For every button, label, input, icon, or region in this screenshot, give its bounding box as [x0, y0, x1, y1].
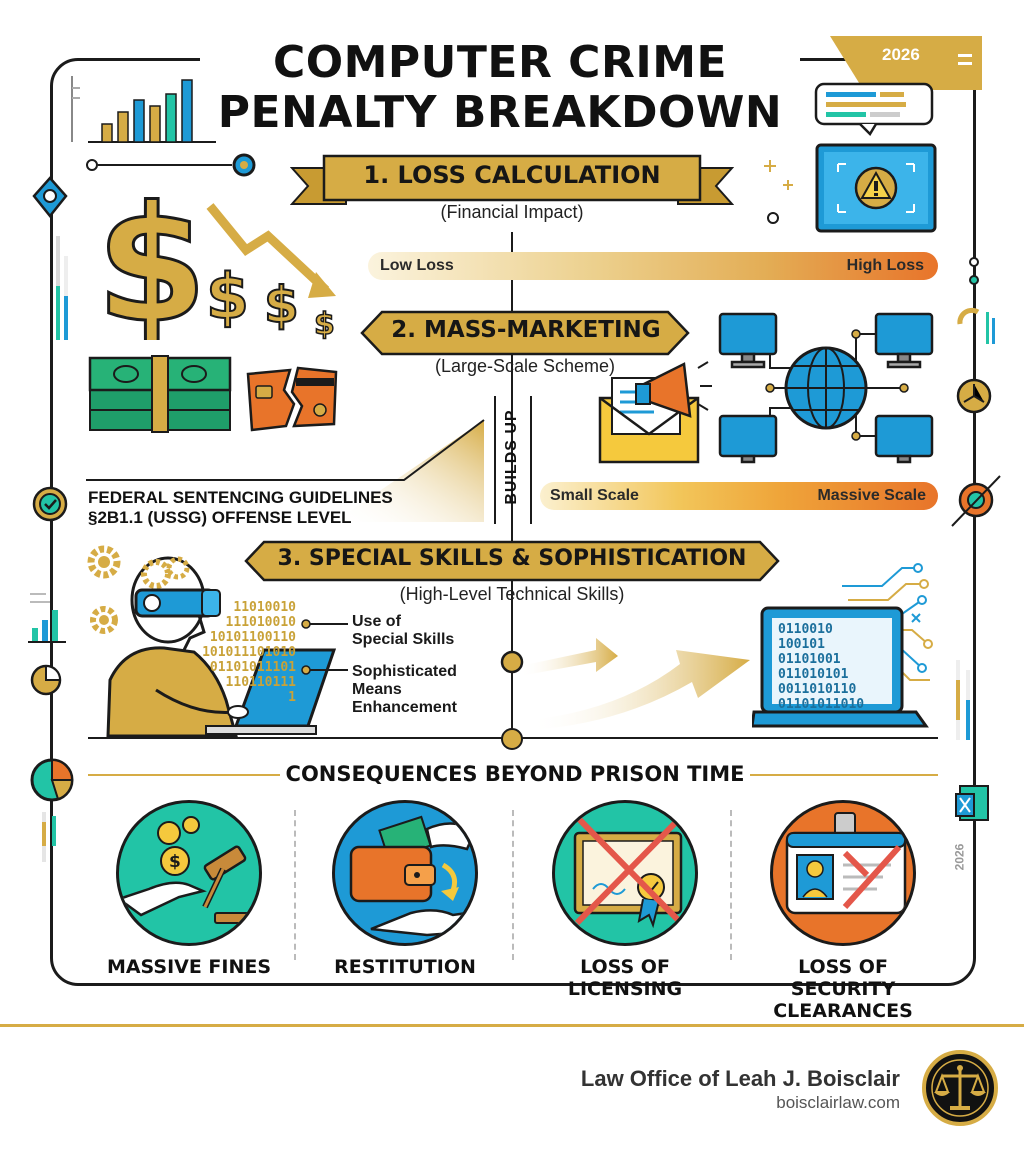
diamond-location-icon [32, 176, 68, 219]
svg-text:$: $ [96, 180, 207, 340]
right-dots-decoration [969, 257, 979, 285]
broken-credit-card-icon [246, 366, 338, 432]
clearances-label: LOSS OF SECURITY CLEARANCES [773, 956, 913, 1022]
builds-up-divider-right [530, 396, 532, 524]
year-label: 2026 [882, 45, 920, 64]
footer-rule [0, 1024, 1024, 1027]
firm-url[interactable]: boisclairlaw.com [776, 1093, 900, 1112]
scale-low: Small Scale [550, 487, 639, 504]
restitution-label: RESTITUTION [334, 956, 476, 978]
loss-scale-low: Low Loss [380, 257, 454, 274]
builds-up-label: BUILDS UP [503, 409, 520, 505]
section1-ribbon [290, 154, 734, 205]
hacker-illustration [87, 545, 336, 738]
spreadsheet-icon [955, 785, 989, 821]
target-icon [951, 475, 1001, 527]
pie-small-icon [30, 664, 62, 696]
section2-ribbon [360, 310, 690, 356]
flow-arrows [500, 638, 750, 730]
page-title: COMPUTER CRIME PENALTY BREAKDOWN [200, 38, 800, 138]
section3-title: 3. SPECIAL SKILLS & SOPHISTICATION [277, 546, 747, 571]
network-illustration [598, 312, 934, 464]
section1-title: 1. LOSS CALCULATION [363, 161, 661, 189]
cash-stack-icon [88, 355, 232, 433]
loss-scale-bar: Low Loss High Loss [368, 252, 938, 280]
firm-name: Law Office of Leah J. Boisclair [580, 1066, 900, 1091]
binary-left: 11010010 111010010 10101100110 101011101… [202, 600, 296, 705]
clearances-circle [770, 800, 916, 946]
left-bar-decoration [56, 236, 68, 340]
fines-label: MASSIVE FINES [106, 956, 272, 978]
scale-bar: Small Scale Massive Scale [540, 482, 938, 510]
right-vertical-bars [956, 660, 970, 740]
certificate-icon [573, 814, 684, 929]
wallet-icon [349, 815, 475, 937]
circuit-laptop-icon [752, 563, 933, 728]
check-circle-icon [32, 486, 68, 522]
guidelines-wedge [86, 419, 485, 522]
loss-scale-high: High Loss [846, 257, 924, 274]
gavel-money-icon: $ [119, 816, 256, 924]
section1-subtitle: (Financial Impact) [440, 202, 584, 222]
scales-icon [931, 1059, 989, 1117]
cube-icon [956, 378, 992, 414]
dollar-signs-icon: $ $ $ $ [96, 180, 336, 340]
chat-bubble-icon [814, 82, 934, 136]
svg-text:$: $ [169, 852, 181, 872]
sophisticated-means-label: Sophisticated Means Enhancement [352, 663, 457, 716]
binary-right: 0110010 100101 01101001 011010101 001101… [778, 622, 865, 712]
consequence-licensing: LOSS OF LICENSING [540, 800, 710, 1000]
scales-of-justice-logo [922, 1050, 998, 1126]
special-skills-label: Use of Special Skills [352, 613, 455, 648]
center-spine [511, 232, 513, 738]
section2-subtitle: (Large-Scale Scheme) [434, 356, 616, 376]
right-bars-decoration [957, 307, 995, 344]
licensing-label: LOSS OF LICENSING [567, 956, 683, 1000]
consequence-fines: $ MASSIVE FINES [104, 800, 274, 978]
svg-text:$: $ [314, 307, 335, 340]
id-badge-icon [785, 812, 907, 915]
tile-divider-2 [512, 810, 514, 960]
consequence-clearances: LOSS OF SECURITY CLEARANCES [748, 800, 938, 1022]
svg-text:$: $ [206, 260, 249, 333]
restitution-circle [332, 800, 478, 946]
guidelines-line2: §2B1.1 (USSG) OFFENSE LEVEL [88, 508, 352, 527]
bar-chart-icon [71, 76, 216, 143]
left-lines-decoration [42, 812, 56, 862]
consequence-restitution: RESTITUTION [320, 800, 490, 978]
builds-up-divider [494, 396, 496, 524]
scale-high: Massive Scale [817, 487, 926, 504]
fines-circle: $ [116, 800, 262, 946]
side-year-label: 2026 [952, 843, 967, 871]
consequences-title: CONSEQUENCES BEYOND PRISON TIME [280, 762, 750, 786]
guidelines-line1: FEDERAL SENTENCING GUIDELINES [88, 488, 393, 507]
tile-divider-3 [730, 810, 732, 960]
section3-ribbon [244, 540, 780, 582]
section2-title: 2. MASS-MARKETING [391, 317, 661, 343]
pie-chart-icon [30, 758, 74, 802]
licensing-circle [552, 800, 698, 946]
guidelines-label: FEDERAL SENTENCING GUIDELINES §2B1.1 (US… [88, 488, 393, 528]
title-line1: COMPUTER CRIME [272, 37, 728, 88]
connector-line [86, 153, 256, 177]
section3-subtitle: (High-Level Technical Skills) [399, 584, 625, 604]
svg-text:$: $ [264, 276, 299, 334]
spine-bottom-node [501, 728, 523, 750]
title-line2: PENALTY BREAKDOWN [217, 87, 783, 138]
sparkle-decoration [764, 160, 793, 224]
tile-divider-1 [294, 810, 296, 960]
skill-label-connectors [301, 619, 348, 675]
mini-chart-icon [28, 593, 66, 643]
warning-screen-icon [815, 143, 937, 233]
